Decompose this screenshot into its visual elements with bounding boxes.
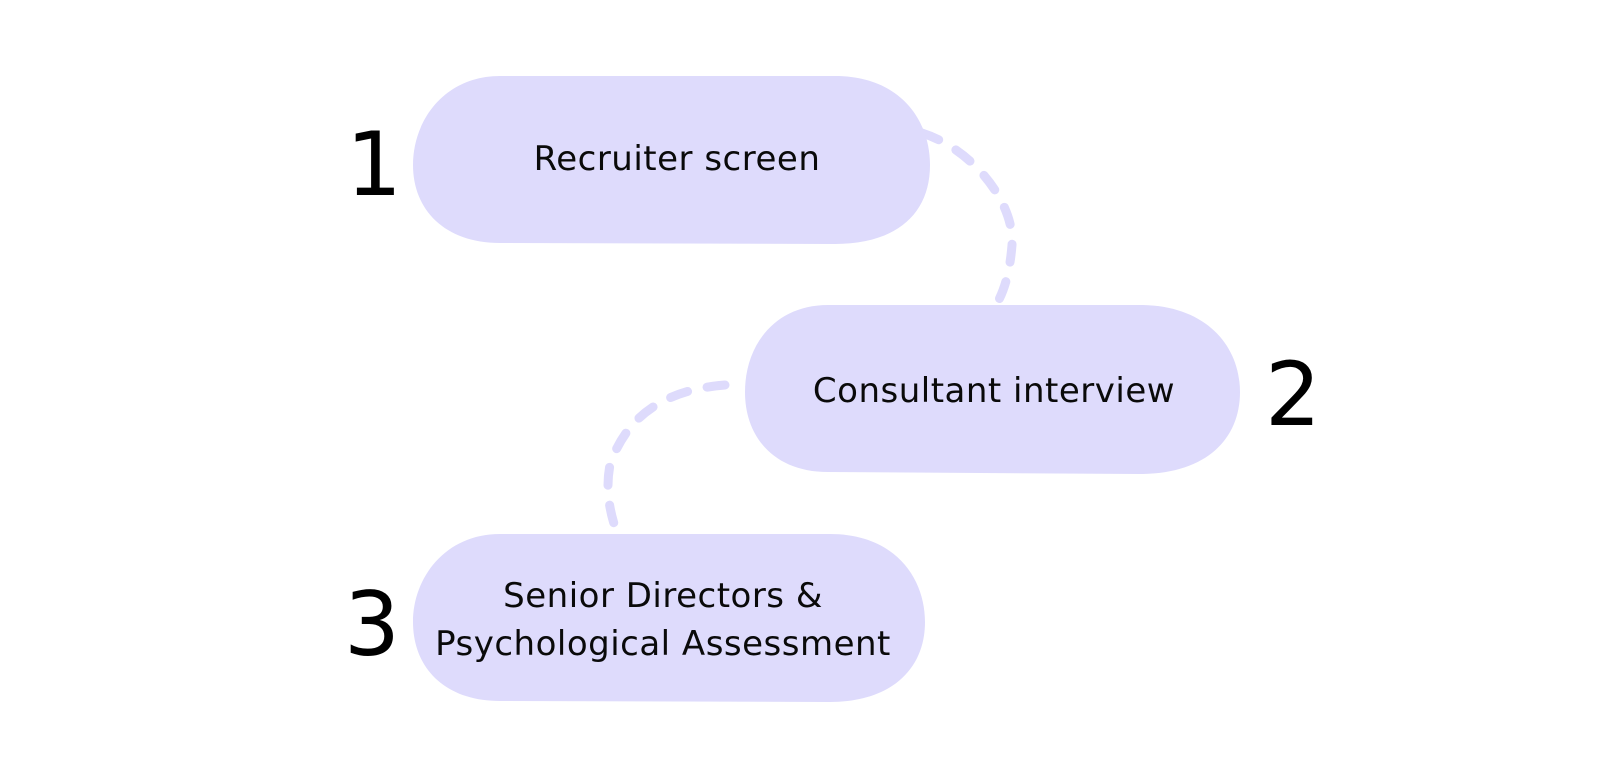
connector-1-to-2 xyxy=(917,128,1017,310)
step-3-label-line-1: Senior Directors & xyxy=(503,576,823,616)
step-1-label: Recruiter screen xyxy=(534,139,821,179)
step-2-pill xyxy=(745,305,1240,474)
step-2-label: Consultant interview xyxy=(813,371,1175,411)
step-1: 1 Recruiter screen xyxy=(346,76,930,244)
connector-2-to-3 xyxy=(603,380,730,540)
step-3-pill xyxy=(413,534,925,702)
step-3-label-line-2: Psychological Assessment xyxy=(435,624,891,664)
step-3: 3 Senior Directors & Psychological Asses… xyxy=(344,534,925,702)
step-1-pill xyxy=(413,76,930,244)
step-2: 2 Consultant interview xyxy=(745,305,1321,474)
step-1-number: 1 xyxy=(346,113,402,216)
step-3-number: 3 xyxy=(344,573,400,676)
step-2-number: 2 xyxy=(1265,343,1321,446)
